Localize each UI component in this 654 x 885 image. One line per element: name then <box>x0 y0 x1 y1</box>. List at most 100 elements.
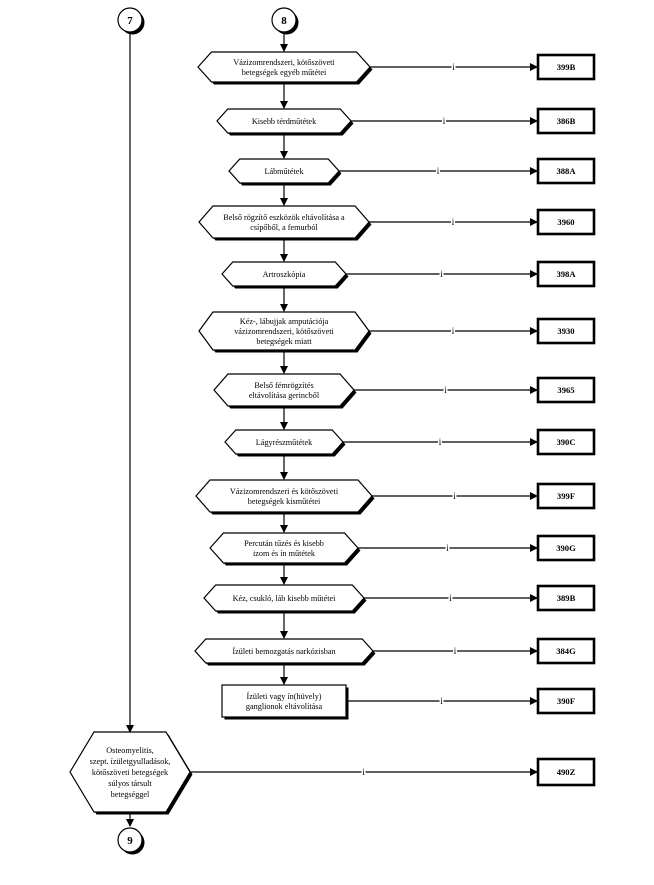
step-3-arrow-tag: i <box>437 166 440 176</box>
step-1-label: Vázizomrendszeri, kötőszövetibetegségek … <box>233 58 335 77</box>
step-3-label: Lábműtétek <box>264 167 304 176</box>
step-13-code-box <box>536 687 596 715</box>
step-4-label: Belső rögzítő eszközök eltávolítása acsí… <box>223 213 345 232</box>
step-8-label-line: Lágyrészműtétek <box>256 438 313 447</box>
step-10-arrow-gap <box>445 543 450 553</box>
final-step-label: Osteomyelitis,szept. ízületgyulladások,k… <box>90 746 171 799</box>
final-step-code-box <box>536 757 596 787</box>
step-12-label-line: Ízületi bemozgatás narkózisban <box>232 646 335 656</box>
step-8-label: Lágyrészműtétek <box>256 438 313 447</box>
final-step-arrow-tag: i <box>362 767 365 777</box>
step-8-code-box-label: 390C <box>556 437 575 447</box>
step-13-arrow-tag: i <box>440 696 443 706</box>
step-2-label: Kisebb térdműtétek <box>252 117 317 126</box>
step-9-label-line: Vázizomrendszeri és kötőszöveti <box>230 487 339 496</box>
step-6-arrow-tag: i <box>452 326 455 336</box>
step-8-hexagon <box>224 429 344 455</box>
step-12-code-box <box>536 637 596 665</box>
step-1-arrow-gap <box>451 62 456 72</box>
step-6-hexagon <box>198 311 370 351</box>
final-step-code-box-label: 490Z <box>557 767 576 777</box>
step-1-label-line: Vázizomrendszeri, kötőszöveti <box>233 58 335 67</box>
connector-9 <box>117 827 143 853</box>
step-6-code-box-label: 3930 <box>557 326 574 336</box>
step-2-code-box-label: 386B <box>557 116 576 126</box>
step-12-arrow-gap <box>453 646 457 656</box>
step-11-arrow-gap <box>448 593 453 603</box>
step-6-arrow-gap <box>451 326 455 336</box>
step-9-code-box <box>536 482 596 510</box>
step-9-arrow-gap <box>452 491 457 501</box>
step-2-hexagon <box>216 108 352 134</box>
step-1-code-box <box>536 53 596 81</box>
final-step-label-line: betegséggel <box>111 790 150 799</box>
step-3-hexagon <box>228 158 340 184</box>
step-8-arrow-tag: i <box>439 437 442 447</box>
step-6-label-line: Kéz-, lábujjak amputációja <box>240 317 329 326</box>
step-6-code-box <box>536 317 596 345</box>
step-12-arrow-tag: i <box>454 646 457 656</box>
step-9-label-line: betegségek kisműtétei <box>248 497 321 506</box>
step-2-label-line: Kisebb térdműtétek <box>252 117 317 126</box>
step-11-arrow-tag: i <box>449 593 452 603</box>
step-4-arrow-gap <box>451 217 455 227</box>
step-5-code-box <box>536 260 596 288</box>
step-4-hexagon <box>198 205 370 239</box>
step-6-label: Kéz-, lábujjak amputációjavázizomrendsze… <box>234 317 334 346</box>
step-12-code-box-label: 384G <box>556 646 576 656</box>
step-2-arrow-tag: i <box>443 116 446 126</box>
step-11-hexagon <box>203 584 365 612</box>
step-12-label: Ízületi bemozgatás narkózisban <box>232 646 335 656</box>
step-7-arrow-tag: i <box>444 385 447 395</box>
step-7-label-line: eltávolítása gerincből <box>249 391 320 400</box>
step-5-code-box-label: 398A <box>556 269 576 279</box>
step-4-code-box-label: 3960 <box>557 217 574 227</box>
step-9-arrow-tag: i <box>453 491 456 501</box>
step-6-label-line: betegségek miatt <box>256 337 312 346</box>
step-10-label-line: Percután tűzés és kisebb <box>244 539 324 548</box>
step-5-label-line: Artroszkópia <box>263 270 306 279</box>
connector-8 <box>271 7 297 33</box>
step-3-code-box-label: 388A <box>556 166 576 176</box>
connector-7 <box>117 7 143 33</box>
step-1-hexagon <box>197 51 371 83</box>
step-13-arrow-gap <box>439 696 444 706</box>
step-13-label-line: Ízületi vagy ín(hüvely) <box>246 691 321 701</box>
step-8-code-box <box>536 428 596 456</box>
final-step-label-line: kötőszöveti betegségek <box>92 768 169 777</box>
step-4-code-box <box>536 208 596 236</box>
step-1-arrow-tag: i <box>452 62 455 72</box>
step-9-code-box-label: 399F <box>557 491 575 501</box>
step-4-label-line: Belső rögzítő eszközök eltávolítása a <box>223 213 345 222</box>
step-7-label-line: Belső fémrögzítés <box>254 381 313 390</box>
step-7-hexagon <box>213 373 355 407</box>
step-10-code-box <box>536 534 596 562</box>
step-9-hexagon <box>195 479 373 513</box>
step-9-label: Vázizomrendszeri és kötőszövetibetegsége… <box>230 487 339 506</box>
step-10-label-line: izom és ín műtétek <box>253 549 316 558</box>
step-3-arrow-gap <box>436 166 440 176</box>
step-13-box <box>221 684 347 718</box>
final-step-label-line: szept. ízületgyulladások, <box>90 757 171 766</box>
connector-7-label: 7 <box>127 15 133 27</box>
step-4-label-line: csípőből, a femurból <box>250 223 318 232</box>
step-13-label-line: ganglionok eltávolítása <box>246 702 323 711</box>
step-3-label-line: Lábműtétek <box>264 167 304 176</box>
connector-8-label: 8 <box>281 15 287 27</box>
step-13-code-box-label: 390F <box>557 696 575 706</box>
step-6-label-line: vázizomrendszeri, kötőszöveti <box>234 327 334 336</box>
final-step-label-line: súlyos társult <box>108 779 152 788</box>
step-7-arrow-gap <box>443 385 448 395</box>
step-13-label: Ízületi vagy ín(hüvely)ganglionok eltávo… <box>246 691 323 711</box>
step-10-code-box-label: 390G <box>556 543 576 553</box>
step-10-arrow-tag: i <box>446 543 449 553</box>
step-2-code-box <box>536 107 596 135</box>
step-11-code-box <box>536 584 596 612</box>
step-8-arrow-gap <box>438 437 442 447</box>
step-5-arrow-gap <box>439 269 444 279</box>
step-1-code-box-label: 399B <box>557 62 576 72</box>
step-7-code-box-label: 3965 <box>557 385 574 395</box>
